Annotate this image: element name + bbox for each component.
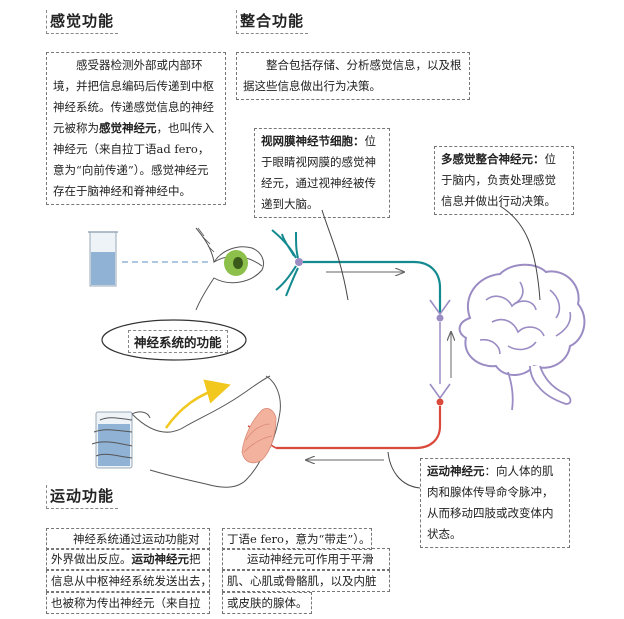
function-oval <box>101 319 247 361</box>
movement-arrow <box>164 379 231 429</box>
eye-icon <box>195 227 265 311</box>
sensory-description: 感受器检测外部或内部环境，并把信息编码后传递到中枢神经系统。传递感觉信息的神经元… <box>46 52 226 205</box>
retina-text: 位于眼睛视网膜的感觉神经元，通过视神经被传递到大脑。 <box>261 134 376 211</box>
motor-p1-e: 也被称为传出神经元（来自拉 <box>51 596 201 610</box>
sensory-term: 感觉神经元 <box>99 121 157 135</box>
motor-line-1: 神经系统通过运动功能对 <box>46 528 210 550</box>
retina-leader-line <box>321 209 349 301</box>
motor-neuron-text: ：向人体的肌肉和腺体传导命令脉冲，从而移动四肢或改变体内状态。 <box>427 464 554 541</box>
brain-icon <box>458 263 586 411</box>
motor-line-7: 肌、心肌或骨骼肌，以及内脏 <box>222 570 390 592</box>
motor-p1-c: 把 <box>189 552 201 566</box>
motor-p1-term: 运动神经元 <box>131 552 190 566</box>
motor-p1-a: 神经系统通过运动功能对 <box>73 532 200 546</box>
sensory-text-1: 感受器检测外部或内部环境，并把信息编码后传递到中枢神经系统。传递感觉信息的神经元… <box>53 58 214 135</box>
sensory-text-2: ，也叫传入神经元（来自拉丁语ad fero，意为“向前传递”）。感觉神经元存在于… <box>53 121 214 198</box>
motor-p2-a: 丁语e fero，意为“带走”）。 <box>227 532 371 546</box>
water-glass-icon <box>88 231 118 287</box>
retinal-ganglion-cell <box>271 229 303 297</box>
motor-p1-b: 外界做出反应。 <box>51 552 132 566</box>
sensory-heading: 感觉功能 <box>46 10 119 34</box>
motor-p1-d: 信息从中枢神经系统发送出去， <box>51 574 212 588</box>
motor-neuron-description: 运动神经元：向人体的肌肉和腺体传导命令脉冲，从而移动四肢或改变体内状态。 <box>420 458 570 548</box>
motor-line-2: 外界做出反应。运动神经元把 <box>46 548 210 570</box>
motor-line-8: 或皮肤的腺体。 <box>222 592 312 614</box>
motor-p2-d: 或皮肤的腺体。 <box>227 596 308 610</box>
arm-holding-glass-icon <box>91 375 281 488</box>
center-function-label: 神经系统的功能 <box>128 330 228 353</box>
retina-title: 视网膜神经节细胞： <box>261 134 365 148</box>
multisensory-description: 多感觉整合神经元：位于脑内，负责处理感觉信息并做出行动决策。 <box>434 146 574 215</box>
integration-description: 整合包括存储、分析感觉信息，以及根据这些信息做出行为决策。 <box>236 52 470 100</box>
sensory-pathway <box>303 260 442 314</box>
motor-line-6: 运动神经元可作用于平滑 <box>222 548 390 570</box>
motor-neuron-title: 运动神经元 <box>427 464 485 478</box>
multisensory-title: 多感觉整合神经元： <box>441 152 545 166</box>
integration-heading: 整合功能 <box>236 10 309 34</box>
motor-p2-c: 肌、心肌或骨骼肌，以及内脏 <box>227 574 377 588</box>
motor-line-5: 丁语e fero，意为“带走”）。 <box>222 528 372 550</box>
motor-neuron-leader-line <box>387 451 421 489</box>
multisensory-leader-line <box>499 205 541 301</box>
integration-neuron-upper <box>429 299 451 384</box>
motor-p2-b: 运动神经元可作用于平滑 <box>247 552 374 566</box>
motor-line-4: 也被称为传出神经元（来自拉 <box>46 592 210 614</box>
multisensory-text: 位于脑内，负责处理感觉信息并做出行动决策。 <box>441 152 556 208</box>
motor-pathway <box>276 406 442 450</box>
motor-heading: 运动功能 <box>46 485 119 509</box>
motor-line-3: 信息从中枢神经系统发送出去， <box>46 570 212 592</box>
retina-description: 视网膜神经节细胞：位于眼睛视网膜的感觉神经元，通过视神经被传递到大脑。 <box>254 128 390 218</box>
integration-text: 整合包括存储、分析感觉信息，以及根据这些信息做出行为决策。 <box>243 58 462 93</box>
integration-neuron-lower <box>429 383 451 406</box>
